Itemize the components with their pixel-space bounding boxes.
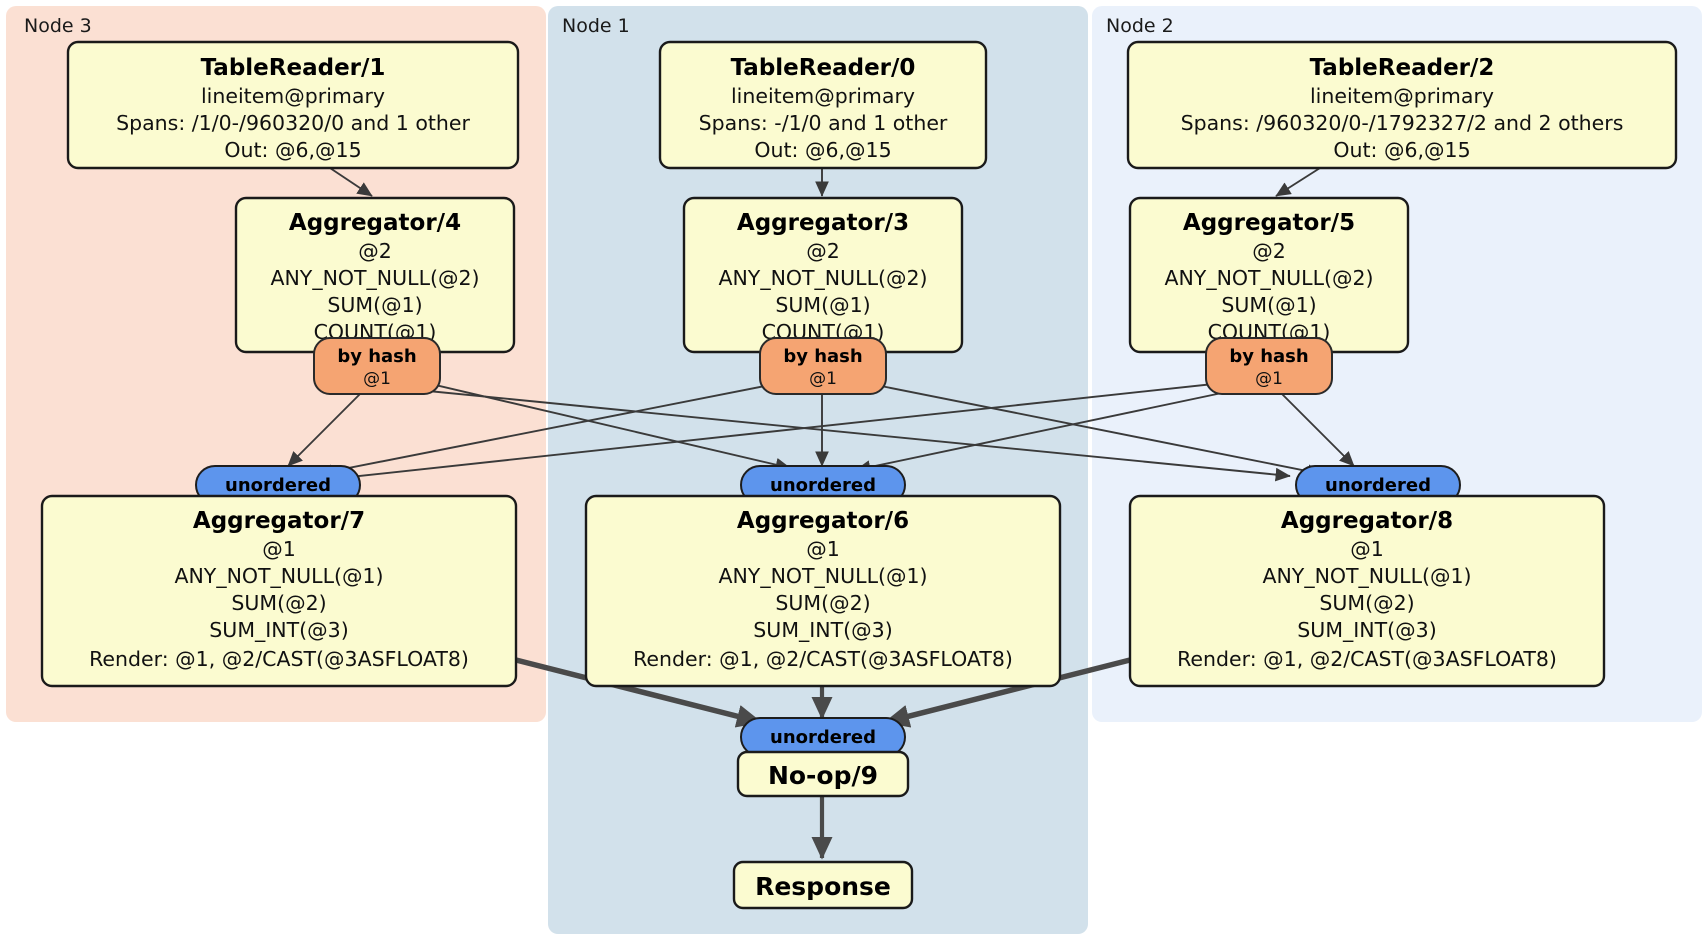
tablereader-0-rect[interactable] — [658, 40, 988, 170]
unordered-badge-center[interactable]: unordered — [740, 465, 906, 505]
tablereader-0-line-1: Spans: -/1/0 and 1 other — [699, 111, 948, 135]
tablereader-2-title: TableReader/2 — [1310, 55, 1495, 81]
aggregator-4-line-0: @2 — [358, 239, 392, 263]
aggregator-6-line-3: SUM_INT(@3) — [753, 618, 892, 643]
aggregator-7-line-3: SUM_INT(@3) — [209, 618, 348, 643]
aggregator-7-line-0: @1 — [262, 537, 296, 561]
aggregator-3-line-1: ANY_NOT_NULL(@2) — [718, 266, 927, 291]
response-box[interactable]: Response — [732, 860, 914, 910]
aggregator-8-rect[interactable] — [1128, 494, 1606, 688]
aggregator-5-line-2: SUM(@1) — [1221, 293, 1316, 317]
by-hash-badge-center-sub: @1 — [809, 369, 837, 389]
aggregator-8-line-3: SUM_INT(@3) — [1297, 618, 1436, 643]
tablereader-1-box[interactable]: TableReader/1 lineitem@primary Spans: /1… — [66, 40, 520, 170]
by-hash-badge-left-rect[interactable] — [313, 337, 441, 395]
panel-node1-label: Node 1 — [562, 15, 630, 37]
aggregator-4-line-2: SUM(@1) — [327, 293, 422, 317]
unordered-badge-final[interactable]: unordered — [740, 717, 906, 757]
tablereader-0-title: TableReader/0 — [731, 55, 916, 81]
tablereader-0-line-2: Out: @6,@15 — [754, 138, 891, 162]
tablereader-0-line-0: lineitem@primary — [731, 84, 915, 108]
edge-hashL-unordL — [287, 389, 365, 467]
aggregator-5-line-0: @2 — [1252, 239, 1286, 263]
aggregator-6-line-4: Render: @1, @2/CAST(@3ASFLOAT8) — [633, 647, 1013, 671]
aggregator-8-box[interactable]: Aggregator/8 @1 ANY_NOT_NULL(@1) SUM(@2)… — [1128, 494, 1606, 688]
aggregator-7-rect[interactable] — [40, 494, 518, 688]
by-hash-badge-left-title: by hash — [337, 346, 416, 367]
noop-9-title: No-op/9 — [768, 761, 878, 790]
by-hash-badge-center[interactable]: by hash @1 — [759, 337, 887, 395]
aggregator-6-box[interactable]: Aggregator/6 @1 ANY_NOT_NULL(@1) SUM(@2)… — [584, 494, 1062, 688]
by-hash-badge-right-title: by hash — [1229, 346, 1308, 367]
edge-hashC-unordR — [875, 384, 1323, 478]
panel-node3-label: Node 3 — [24, 15, 92, 37]
aggregator-7-box[interactable]: Aggregator/7 @1 ANY_NOT_NULL(@1) SUM(@2)… — [40, 494, 518, 688]
aggregator-7-line-4: Render: @1, @2/CAST(@3ASFLOAT8) — [89, 647, 469, 671]
aggregator-5-title: Aggregator/5 — [1183, 210, 1355, 236]
aggregator-8-line-2: SUM(@2) — [1319, 591, 1414, 615]
aggregator-3-line-0: @2 — [806, 239, 840, 263]
aggregator-6-line-0: @1 — [806, 537, 840, 561]
edge-hashC-unordL — [317, 384, 771, 478]
aggregator-4-title: Aggregator/4 — [289, 210, 461, 236]
aggregator-7-line-2: SUM(@2) — [231, 591, 326, 615]
aggregator-6-line-1: ANY_NOT_NULL(@1) — [718, 564, 927, 589]
unordered-badge-final-label: unordered — [770, 727, 876, 748]
aggregator-6-line-2: SUM(@2) — [775, 591, 870, 615]
tablereader-1-line-2: Out: @6,@15 — [224, 138, 361, 162]
edge-tr1-to-agg4 — [329, 167, 373, 197]
edge-tr2-to-agg5 — [1275, 167, 1321, 197]
tablereader-2-line-2: Out: @6,@15 — [1333, 138, 1470, 162]
aggregator-7-line-1: ANY_NOT_NULL(@1) — [174, 564, 383, 589]
edge-hashR-unordC — [855, 389, 1237, 474]
aggregator-4-box[interactable]: Aggregator/4 @2 ANY_NOT_NULL(@2) SUM(@1)… — [234, 196, 516, 354]
aggregator-5-box[interactable]: Aggregator/5 @2 ANY_NOT_NULL(@2) SUM(@1)… — [1128, 196, 1410, 354]
aggregator-8-title: Aggregator/8 — [1281, 508, 1453, 534]
edge-agg7-to-final — [515, 657, 763, 728]
tablereader-2-rect[interactable] — [1126, 40, 1678, 170]
aggregator-3-line-2: SUM(@1) — [775, 293, 870, 317]
unordered-badge-center-label: unordered — [770, 475, 876, 496]
tablereader-1-title: TableReader/1 — [201, 55, 386, 81]
by-hash-badge-right-sub: @1 — [1255, 369, 1283, 389]
by-hash-badge-left-sub: @1 — [363, 369, 391, 389]
tablereader-1-rect[interactable] — [66, 40, 520, 170]
panel-node2-label: Node 2 — [1106, 15, 1174, 37]
unordered-badge-left-label: unordered — [225, 475, 331, 496]
tablereader-1-line-0: lineitem@primary — [201, 84, 385, 108]
noop-9-box[interactable]: No-op/9 — [736, 750, 910, 798]
edge-hashL-unordR — [417, 389, 1291, 482]
by-hash-badge-left[interactable]: by hash @1 — [313, 337, 441, 395]
aggregator-8-line-1: ANY_NOT_NULL(@1) — [1262, 564, 1471, 589]
aggregator-3-title: Aggregator/3 — [737, 210, 909, 236]
by-hash-badge-center-title: by hash — [783, 346, 862, 367]
response-title: Response — [755, 872, 891, 901]
noop-9-rect[interactable] — [736, 750, 910, 798]
aggregator-5-line-1: ANY_NOT_NULL(@2) — [1164, 266, 1373, 291]
tablereader-0-box[interactable]: TableReader/0 lineitem@primary Spans: -/… — [658, 40, 988, 170]
aggregator-7-title: Aggregator/7 — [193, 508, 365, 534]
edge-hashR-unordR — [1277, 389, 1355, 467]
by-hash-badge-center-rect[interactable] — [759, 337, 887, 395]
tablereader-2-line-0: lineitem@primary — [1310, 84, 1494, 108]
response-rect[interactable] — [732, 860, 914, 910]
tablereader-2-box[interactable]: TableReader/2 lineitem@primary Spans: /9… — [1126, 40, 1678, 170]
unordered-badge-right-label: unordered — [1325, 475, 1431, 496]
aggregator-3-box[interactable]: Aggregator/3 @2 ANY_NOT_NULL(@2) SUM(@1)… — [682, 196, 964, 354]
edge-hashR-unordL — [321, 381, 1233, 486]
aggregator-6-rect[interactable] — [584, 494, 1062, 688]
edge-agg8-to-final — [883, 657, 1131, 728]
edge-mesh-hash-to-unordered — [287, 379, 1355, 486]
aggregator-6-title: Aggregator/6 — [737, 508, 909, 534]
aggregator-8-line-4: Render: @1, @2/CAST(@3ASFLOAT8) — [1177, 647, 1557, 671]
tablereader-1-line-1: Spans: /1/0-/960320/0 and 1 other — [116, 111, 470, 135]
by-hash-badge-right-rect[interactable] — [1205, 337, 1333, 395]
by-hash-badge-right[interactable]: by hash @1 — [1205, 337, 1333, 395]
edge-hashL-unordC — [413, 379, 791, 472]
unordered-badge-right[interactable]: unordered — [1295, 465, 1461, 505]
tablereader-2-line-1: Spans: /960320/0-/1792327/2 and 2 others — [1181, 111, 1624, 135]
aggregator-8-line-0: @1 — [1350, 537, 1384, 561]
aggregator-4-line-1: ANY_NOT_NULL(@2) — [270, 266, 479, 291]
